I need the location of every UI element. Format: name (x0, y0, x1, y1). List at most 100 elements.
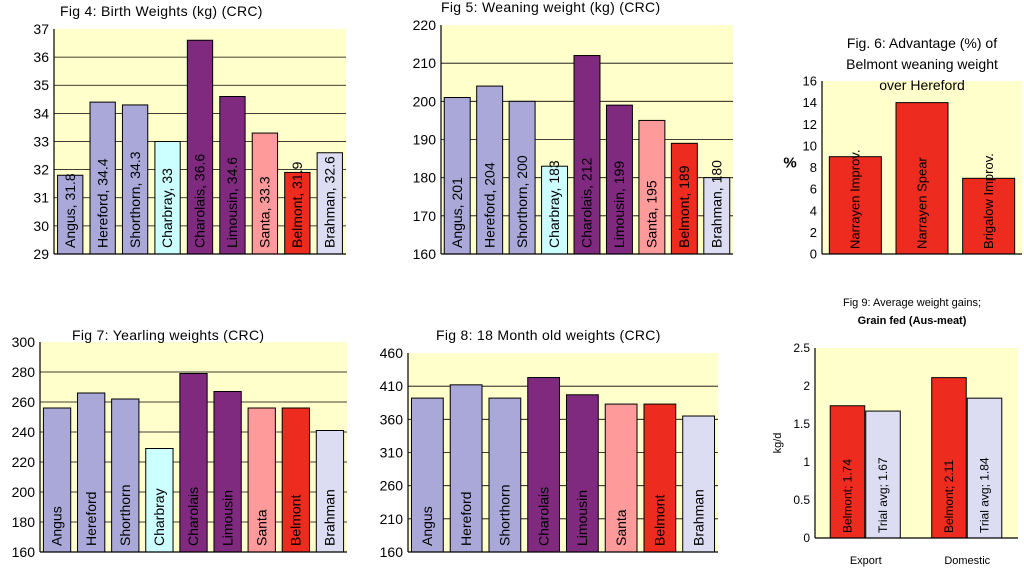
y-tick-label: 210 (413, 55, 437, 71)
bar-label: Hereford (458, 492, 474, 546)
chart-title-line: Belmont weaning weight (846, 56, 998, 72)
y-tick-label: 160 (380, 544, 404, 560)
y-tick-label: 300 (12, 334, 36, 350)
bar-label: Narrayen Improv. (848, 150, 863, 249)
bar (962, 177, 1016, 255)
y-tick-label: 360 (380, 411, 404, 427)
bar-label: Santa (253, 509, 269, 546)
bar (449, 384, 483, 553)
bar-label: Shorthorn (117, 485, 133, 546)
chart-title-line: Fig. 6: Advantage (%) of (847, 35, 997, 51)
y-tick-label: 160 (12, 544, 36, 560)
bar-label: Charolais, 36.6 (192, 154, 208, 248)
bar-label: Santa, 33.3 (257, 176, 273, 248)
bar (111, 398, 140, 553)
y-tick-label: 2 (803, 379, 810, 393)
bar-label: Belmont (652, 495, 668, 546)
y-tick-label: 8 (810, 160, 817, 175)
bar-label: Angus (49, 506, 65, 546)
x-category-label: Export (850, 555, 882, 567)
bar (895, 102, 949, 255)
y-tick-label: 200 (12, 484, 36, 500)
y-tick-label: 33 (33, 133, 49, 149)
bar (573, 55, 601, 255)
bar-label: Shorthorn, 34.3 (127, 151, 143, 248)
y-tick-label: 310 (380, 444, 404, 460)
y-tick-label: 12 (803, 117, 817, 132)
chart-title: Fig 4: Birth Weights (kg) (CRC) (60, 3, 263, 19)
y-tick-label: 280 (12, 364, 36, 380)
y-tick-label: 36 (33, 49, 49, 65)
y-tick-label: 220 (12, 454, 36, 470)
bar (527, 377, 561, 553)
y-tick-label: 16 (803, 74, 817, 89)
y-tick-label: 220 (413, 17, 437, 33)
y-tick-label: 410 (380, 378, 404, 394)
bar-label: Trial avg; 1.84 (977, 457, 991, 533)
y-tick-label: 210 (380, 511, 404, 527)
bar (145, 448, 174, 553)
bar (605, 104, 633, 255)
y-tick-label: 170 (413, 208, 437, 224)
bar (316, 152, 343, 255)
bar (828, 156, 882, 255)
bar-label: Limousin (574, 490, 590, 546)
bar-label: Brahman, 32.6 (321, 156, 337, 248)
y-tick-label: 0 (803, 531, 810, 545)
bar-label: Charolais, 212 (579, 158, 595, 248)
bar (186, 39, 214, 255)
y-tick-label: 2.5 (793, 341, 810, 355)
bar-label: Belmont, 31.9 (289, 161, 305, 248)
bar-label: Belmont; 2.11 (942, 460, 956, 533)
bar-label: Santa, 195 (644, 180, 660, 248)
bar-label: Limousin, 34.6 (224, 157, 240, 248)
bar (219, 96, 246, 255)
y-tick-label: 180 (413, 170, 437, 186)
y-tick-label: 10 (803, 138, 817, 153)
y-tick-label: 260 (12, 394, 36, 410)
bar (77, 392, 106, 553)
chart-title: Fig 8: 18 Month old weights (CRC) (436, 327, 661, 343)
bar-label: Hereford (83, 492, 99, 546)
y-tick-label: 37 (33, 21, 49, 37)
bar (643, 403, 677, 553)
y-tick-label: 1.5 (793, 417, 810, 431)
bar (42, 407, 72, 553)
bar-label: Hereford, 34.4 (94, 158, 110, 248)
bar (703, 177, 731, 255)
bar (247, 407, 276, 553)
y-tick-label: 29 (33, 246, 49, 262)
bar (541, 165, 569, 255)
y-tick-label: 4 (810, 203, 817, 218)
x-category-label: Domestic (944, 555, 990, 567)
bar (865, 410, 901, 539)
bar (89, 101, 116, 255)
y-tick-label: 6 (810, 182, 817, 197)
bar-label: Charbray (151, 488, 167, 546)
bar-label: Belmont, 189 (676, 165, 692, 248)
bar-label: Limousin, 199 (611, 161, 627, 248)
bar-label: Brahman (690, 489, 706, 546)
bar (488, 397, 522, 553)
bar-label: Angus, 201 (449, 177, 465, 248)
y-tick-label: 260 (380, 478, 404, 494)
bar-label: Hereford, 204 (481, 162, 497, 248)
y-tick-label: 32 (33, 162, 49, 178)
y-tick-label: 35 (33, 77, 49, 93)
y-tick-label: 200 (413, 93, 437, 109)
bar (476, 85, 504, 255)
bar-label: Angus, 31.8 (62, 173, 78, 248)
y-tick-label: 190 (413, 131, 437, 147)
y-tick-label: 160 (413, 246, 437, 262)
chart-title-line: over Hereford (879, 77, 965, 93)
bar (443, 97, 471, 255)
bar (604, 403, 638, 553)
y-tick-label: 34 (33, 105, 49, 121)
bar-label: Charolais (185, 487, 201, 546)
